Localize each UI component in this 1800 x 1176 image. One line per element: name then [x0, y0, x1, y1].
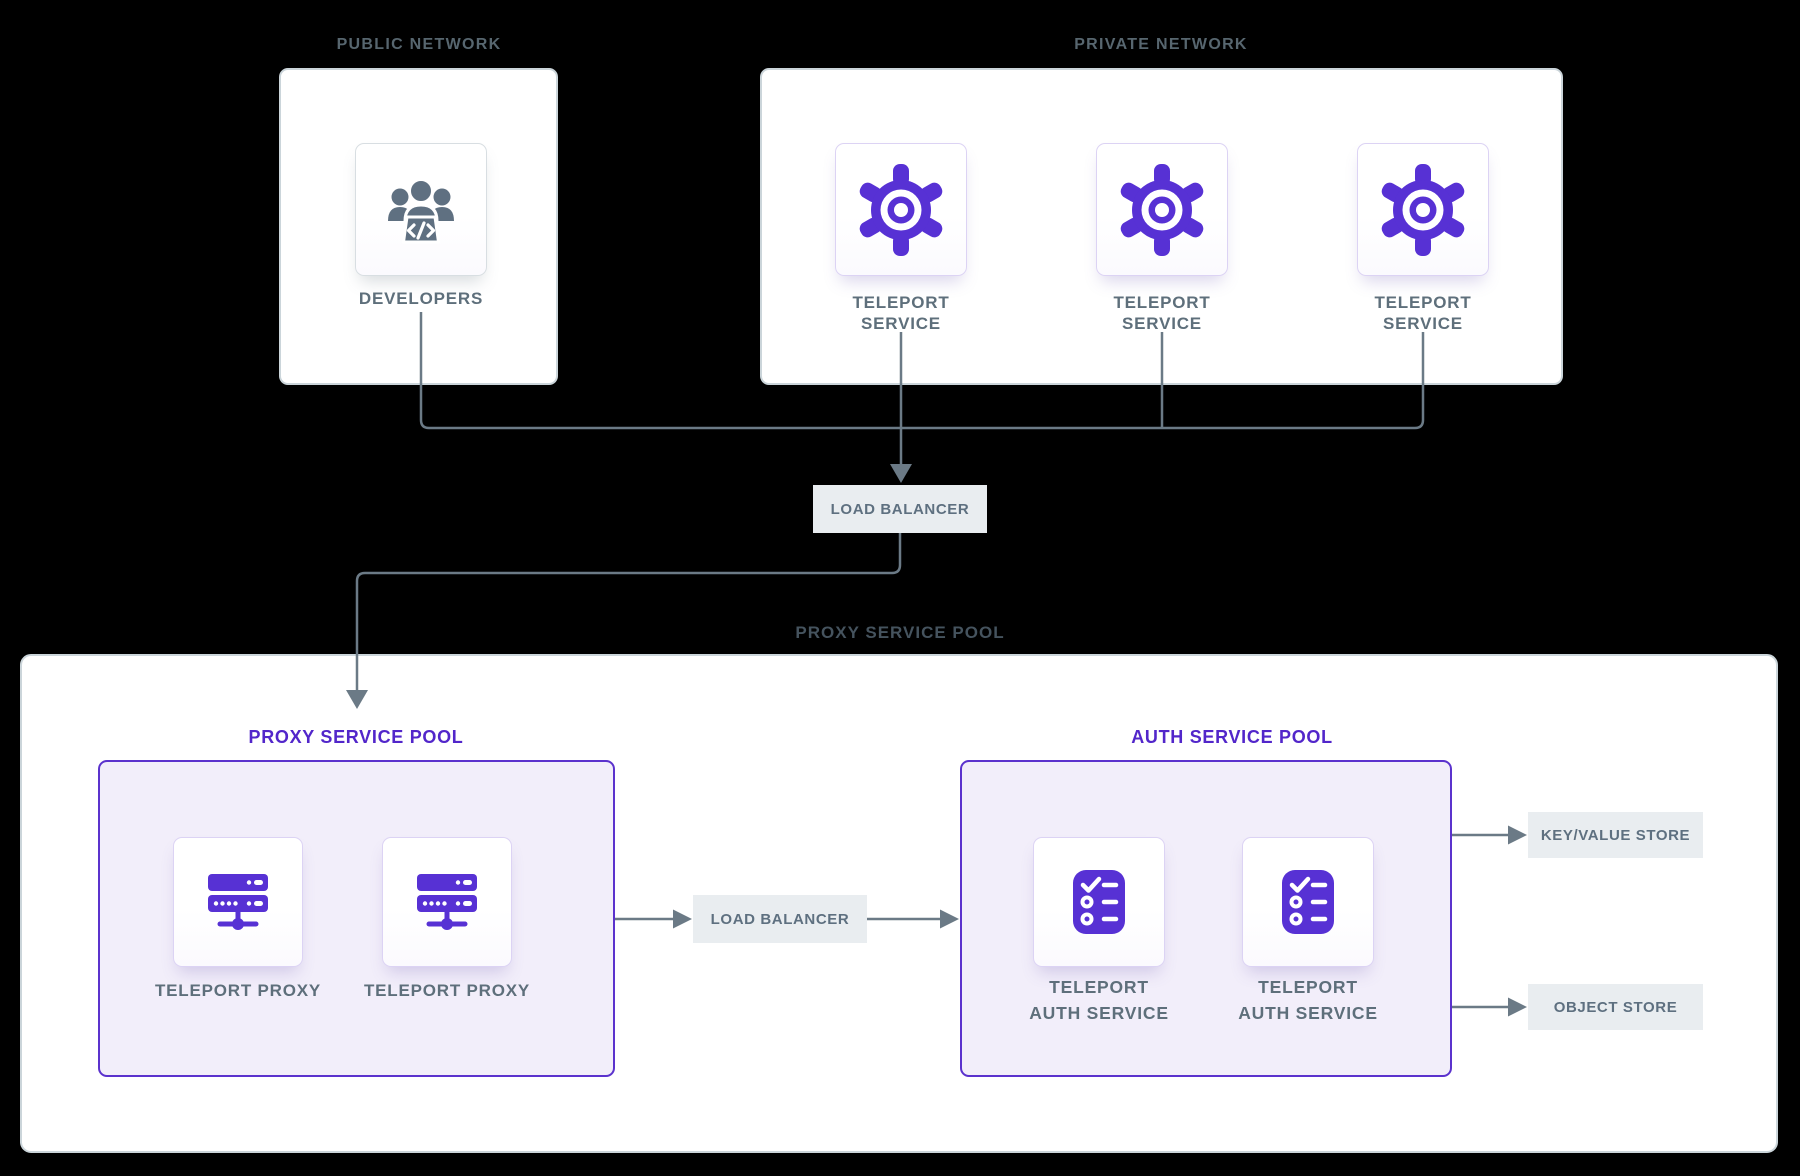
label-line: TELEPORT [1049, 977, 1149, 997]
checklist-icon [1282, 870, 1334, 934]
key-value-store-label: KEY/VALUE STORE [1540, 826, 1691, 844]
outer-pool-title: PROXY SERVICE POOL [795, 623, 1005, 642]
label-line: SERVICE [1122, 314, 1202, 333]
label-line: TELEPORT [1374, 293, 1472, 312]
label-line: AUTH SERVICE [1029, 1003, 1169, 1023]
teleport-service-label: TELEPORT SERVICE [852, 292, 949, 334]
teleport-proxy-label: TELEPORT PROXY [154, 981, 322, 1000]
teleport-proxy-label: TELEPORT PROXY [363, 981, 531, 1000]
label-line: SERVICE [861, 314, 941, 333]
private-network-title: PRIVATE NETWORK [1074, 36, 1248, 53]
label-line: AUTH SERVICE [1238, 1003, 1378, 1023]
label-line: TELEPORT [1113, 293, 1211, 312]
teleport-proxy-node [173, 837, 303, 967]
auth-pool-title: AUTH SERVICE POOL [1131, 727, 1333, 747]
server-icon [208, 874, 268, 930]
label-line: TELEPORT [852, 293, 950, 312]
teleport-service-label: TELEPORT SERVICE [1374, 292, 1471, 334]
gear-icon [1381, 163, 1465, 256]
public-network-title: PUBLIC NETWORK [336, 36, 502, 53]
teleport-service-node [835, 143, 967, 276]
developers-icon [388, 177, 454, 243]
load-balancer-label: LOAD BALANCER [830, 500, 970, 518]
checklist-icon [1073, 870, 1125, 934]
server-icon [417, 874, 477, 930]
teleport-service-node [1357, 143, 1489, 276]
load-balancer-top: LOAD BALANCER [813, 485, 987, 533]
gear-icon [1120, 163, 1204, 256]
teleport-auth-label: TELEPORT AUTH SERVICE [1238, 974, 1378, 1026]
label-line: TELEPORT [1258, 977, 1358, 997]
developers-label: DEVELOPERS [358, 289, 484, 308]
developers-node [355, 143, 487, 276]
proxy-pool-title: PROXY SERVICE POOL [248, 727, 464, 747]
object-store-label: OBJECT STORE [1553, 998, 1678, 1016]
teleport-proxy-node [382, 837, 512, 967]
key-value-store: KEY/VALUE STORE [1528, 812, 1703, 858]
label-line: SERVICE [1383, 314, 1463, 333]
arrowhead-down-lb1 [890, 464, 912, 483]
object-store: OBJECT STORE [1528, 984, 1703, 1030]
teleport-auth-node [1242, 837, 1374, 967]
teleport-service-node [1096, 143, 1228, 276]
teleport-auth-label: TELEPORT AUTH SERVICE [1029, 974, 1169, 1026]
teleport-auth-node [1033, 837, 1165, 967]
load-balancer-label: LOAD BALANCER [710, 910, 850, 928]
teleport-service-label: TELEPORT SERVICE [1113, 292, 1210, 334]
load-balancer-middle: LOAD BALANCER [693, 895, 867, 943]
gear-icon [859, 163, 943, 256]
